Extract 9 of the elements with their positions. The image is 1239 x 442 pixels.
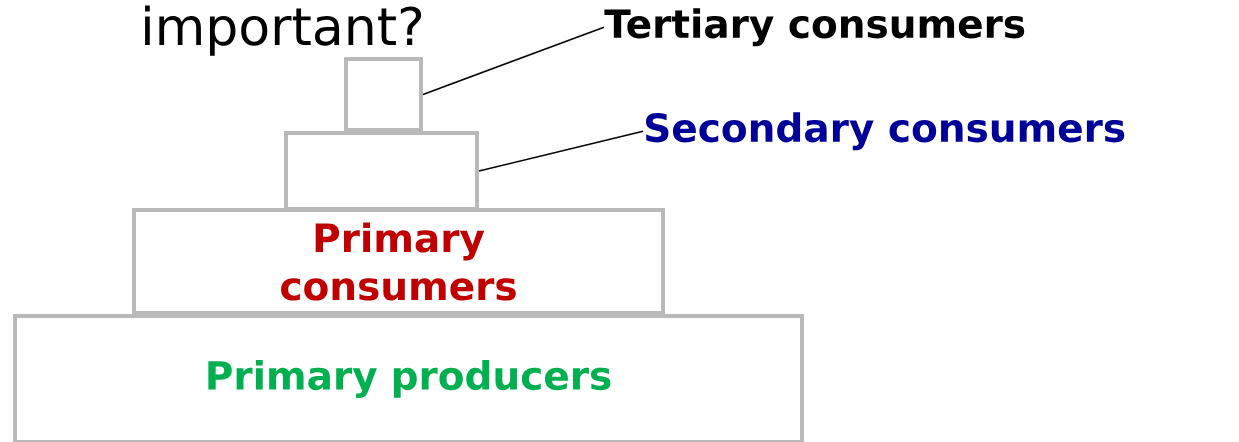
leader-line [478, 130, 644, 172]
pyramid-level: Primary producers [13, 314, 804, 442]
level-label: Tertiary consumers [604, 8, 1025, 47]
question-text: important? [145, 5, 422, 56]
leader-line [422, 26, 605, 96]
pyramid-level [344, 57, 423, 132]
pyramid-level [284, 131, 479, 211]
pyramid-level: Primary consumers [132, 208, 665, 315]
level-label: Secondary consumers [646, 112, 1125, 151]
